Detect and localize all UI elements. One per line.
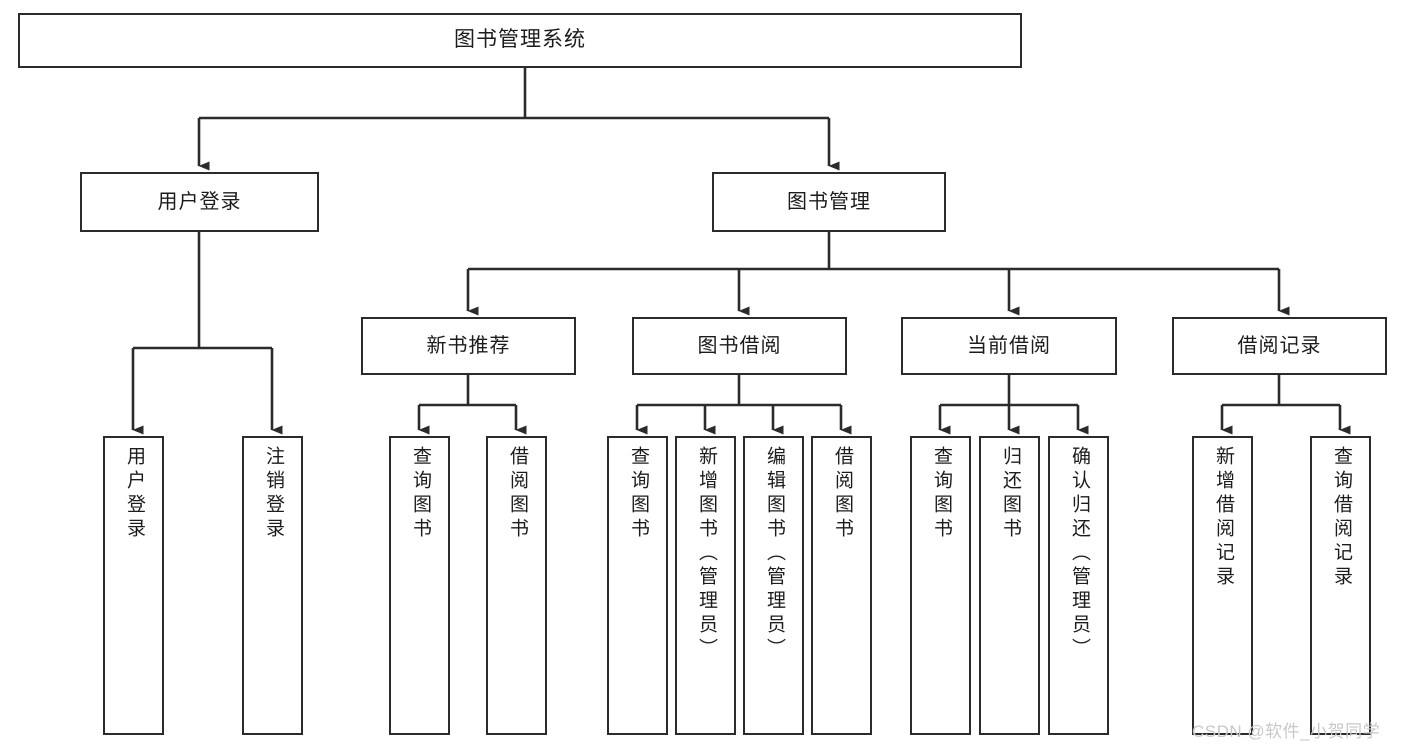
node-root-book-management-system[interactable]: 图书管理系统 — [18, 13, 1022, 68]
node-leaf-user-login-login[interactable]: 用户登录 — [103, 436, 164, 735]
node-book-borrow[interactable]: 图书借阅 — [632, 317, 847, 375]
node-leaf-book-borrow-edit[interactable]: 编辑图书（管理员） — [743, 436, 804, 735]
node-label: 借阅图书 — [506, 446, 528, 542]
node-label: 图书管理 — [787, 190, 871, 213]
node-leaf-current-borrow-query[interactable]: 查询图书 — [910, 436, 971, 735]
node-label: 编辑图书（管理员） — [763, 446, 785, 662]
node-label: 用户登录 — [123, 446, 145, 542]
node-label: 查询借阅记录 — [1330, 446, 1352, 590]
node-label: 确认归还（管理员） — [1068, 446, 1090, 662]
node-label: 图书借阅 — [697, 334, 782, 357]
node-current-borrow[interactable]: 当前借阅 — [901, 317, 1117, 375]
node-label: 归还图书 — [999, 446, 1021, 542]
node-leaf-user-login-logout[interactable]: 注销登录 — [242, 436, 303, 735]
node-label: 用户登录 — [157, 190, 242, 213]
node-label: 借阅图书 — [831, 446, 853, 542]
node-label: 新增图书（管理员） — [695, 446, 717, 662]
node-new-book-recommend[interactable]: 新书推荐 — [361, 317, 576, 375]
node-book-management[interactable]: 图书管理 — [712, 172, 946, 232]
node-label: 查询图书 — [930, 446, 952, 542]
node-label: 查询图书 — [627, 446, 649, 542]
node-leaf-book-borrow-add[interactable]: 新增图书（管理员） — [675, 436, 736, 735]
node-label: 当前借阅 — [967, 334, 1051, 357]
node-leaf-book-borrow-query[interactable]: 查询图书 — [607, 436, 668, 735]
node-label: 图书管理系统 — [454, 28, 586, 52]
node-borrow-record[interactable]: 借阅记录 — [1172, 317, 1387, 375]
node-label: 新增借阅记录 — [1212, 446, 1234, 590]
node-leaf-book-borrow-borrow[interactable]: 借阅图书 — [811, 436, 872, 735]
node-leaf-new-book-query[interactable]: 查询图书 — [389, 436, 450, 735]
node-label: 注销登录 — [262, 446, 284, 542]
node-leaf-current-borrow-confirm-return[interactable]: 确认归还（管理员） — [1048, 436, 1109, 735]
node-user-login[interactable]: 用户登录 — [80, 172, 319, 232]
node-leaf-borrow-record-add[interactable]: 新增借阅记录 — [1192, 436, 1253, 735]
node-leaf-borrow-record-query[interactable]: 查询借阅记录 — [1310, 436, 1371, 735]
csdn-watermark: CSDN @软件_小贺同学 — [1192, 722, 1381, 741]
node-leaf-current-borrow-return[interactable]: 归还图书 — [979, 436, 1040, 735]
node-label: 新书推荐 — [426, 334, 511, 357]
node-label: 借阅记录 — [1237, 334, 1322, 357]
node-label: 查询图书 — [409, 446, 431, 542]
node-leaf-new-book-borrow[interactable]: 借阅图书 — [486, 436, 547, 735]
